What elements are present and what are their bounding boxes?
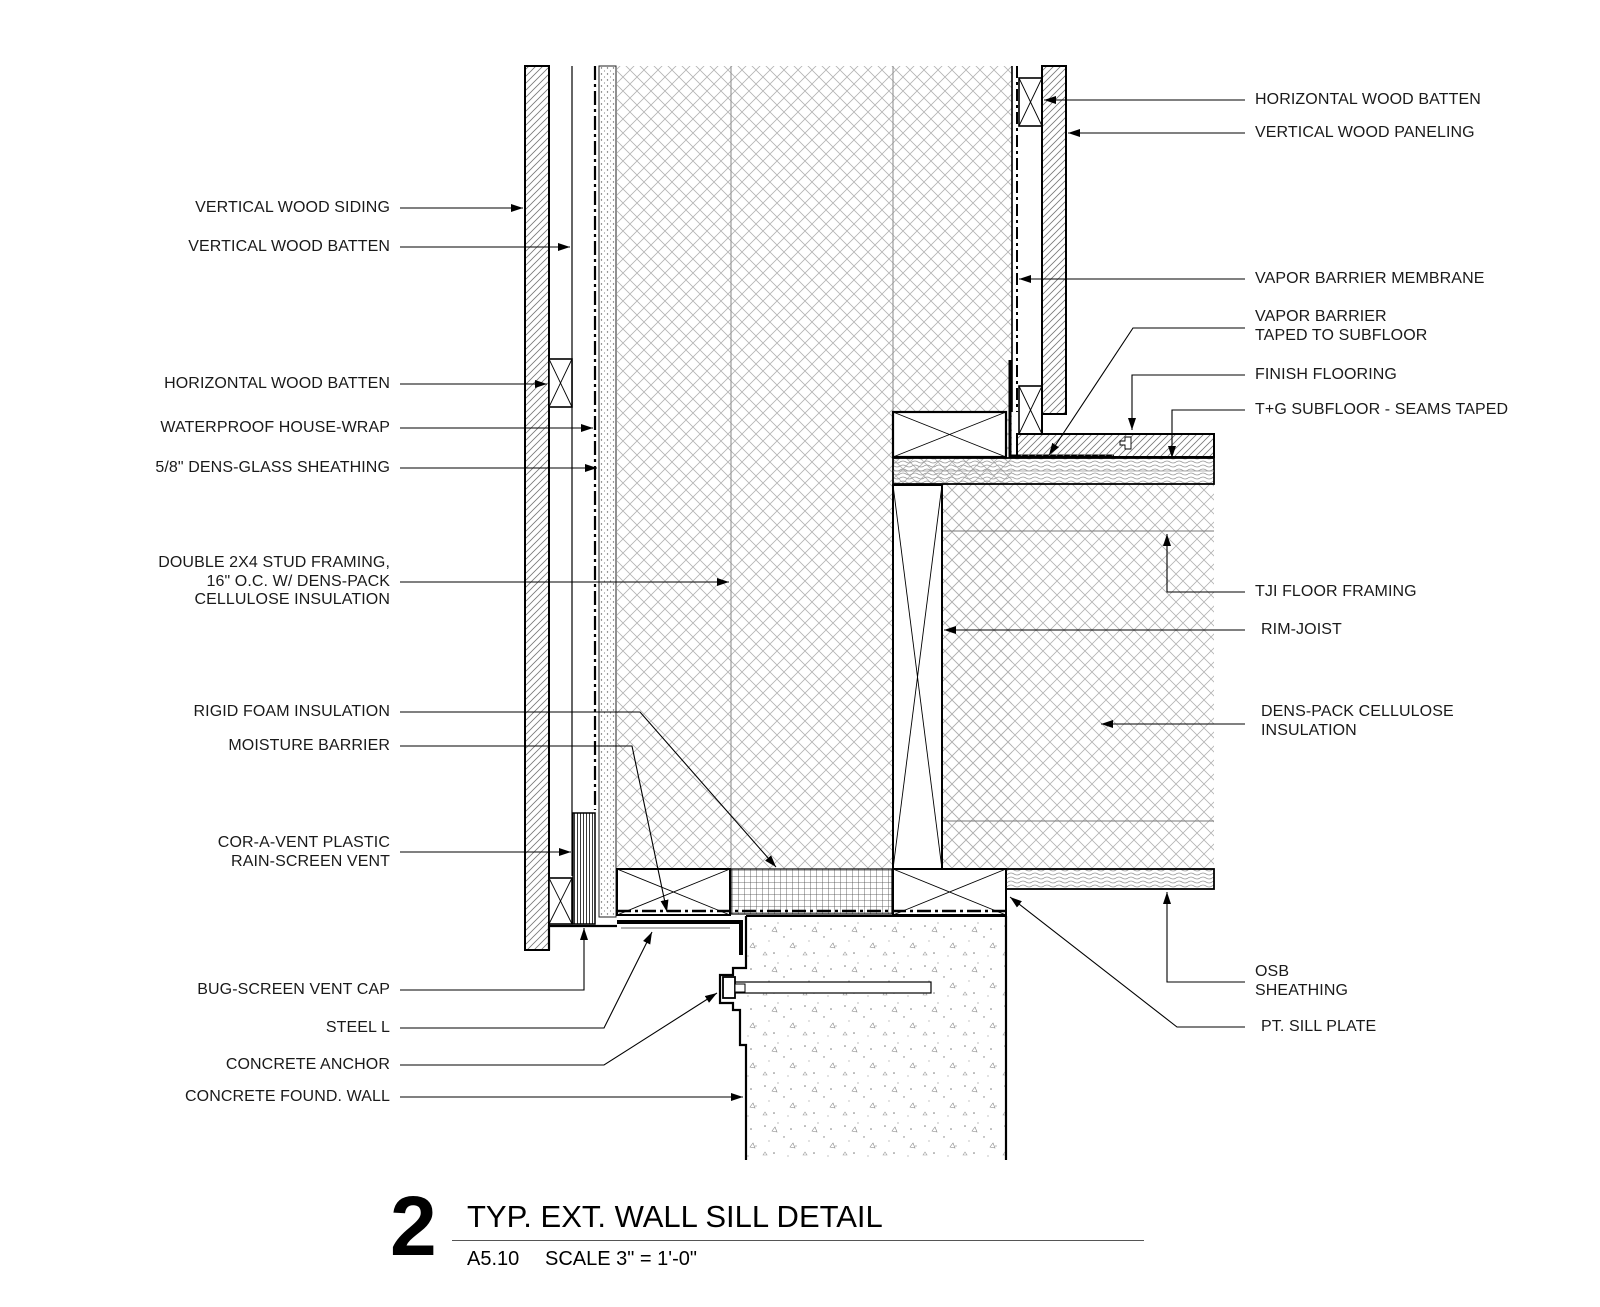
wall-top-plates: [891, 410, 1008, 459]
label-cor-a-vent: COR-A-VENT PLASTIC RAIN-SCREEN VENT: [218, 834, 390, 871]
label-line: VAPOR BARRIER: [1255, 308, 1387, 325]
label-line: SHEATHING: [1255, 981, 1349, 999]
title-underline: [452, 1240, 1144, 1241]
label-line: FINISH FLOORING: [1255, 366, 1397, 383]
interior-wall-finish: [1011, 66, 1043, 435]
cor-a-vent-rain-screen-vent: [572, 812, 596, 925]
label-line: RAIN-SCREEN VENT: [231, 852, 390, 870]
label-line: DOUBLE 2X4 STUD FRAMING,: [158, 554, 390, 571]
label-line: CELLULOSE INSULATION: [194, 591, 390, 608]
pt-sill-plate-interior: [892, 868, 1007, 916]
rim-joist: [892, 484, 943, 870]
finish-flooring: [1016, 433, 1215, 458]
label-rim-joist: RIM-JOIST: [1261, 621, 1342, 640]
label-horizontal-wood-batten-right: HORIZONTAL WOOD BATTEN: [1255, 91, 1481, 110]
label-concrete-anchor: CONCRETE ANCHOR: [226, 1056, 390, 1075]
rigid-foam-insulation: [730, 868, 893, 915]
vertical-wood-paneling: [1041, 65, 1067, 434]
label-osb-sheathing: OSB SHEATHING: [1255, 963, 1348, 1000]
label-rigid-foam-insulation: RIGID FOAM INSULATION: [194, 703, 390, 722]
label-vapor-barrier-membrane: VAPOR BARRIER MEMBRANE: [1255, 270, 1485, 289]
osb-sheathing: [1005, 868, 1215, 895]
label-pt-sill-plate: PT. SILL PLATE: [1261, 1018, 1376, 1037]
label-dens-glass-sheathing: 5/8" DENS-GLASS SHEATHING: [155, 459, 390, 478]
label-dens-pack-cellulose: DENS-PACK CELLULOSE INSULATION: [1261, 703, 1454, 740]
label-vapor-barrier-taped: VAPOR BARRIER TAPED TO SUBFLOOR: [1255, 308, 1427, 345]
label-line: VAPOR BARRIER MEMBRANE: [1255, 270, 1485, 287]
label-line: BUG-SCREEN VENT CAP: [197, 981, 390, 998]
label-line: 5/8" DENS-GLASS SHEATHING: [155, 459, 390, 476]
rim-joist-insulation: [942, 484, 1214, 869]
label-line: MOISTURE BARRIER: [228, 737, 390, 754]
label-tji-floor-framing: TJI FLOOR FRAMING: [1255, 583, 1417, 602]
sheet-reference: A5.10: [467, 1248, 520, 1270]
label-line: T+G SUBFLOOR - SEAMS TAPED: [1255, 401, 1509, 418]
concrete-foundation-wall: [718, 915, 1008, 1160]
label-line: TAPED TO SUBFLOOR: [1255, 326, 1428, 344]
detail-title: TYP. EXT. WALL SILL DETAIL: [467, 1199, 883, 1234]
label-tg-subfloor: T+G SUBFLOOR - SEAMS TAPED: [1255, 401, 1508, 420]
label-double-stud-framing: DOUBLE 2X4 STUD FRAMING, 16" O.C. W/ DEN…: [158, 554, 390, 610]
leaders-right: [944, 96, 1245, 1028]
label-line: VERTICAL WOOD SIDING: [195, 199, 390, 216]
horizontal-wood-batten-left: [548, 358, 573, 925]
vertical-wood-siding: [524, 65, 550, 951]
label-line: DENS-PACK CELLULOSE: [1261, 703, 1454, 720]
label-vertical-wood-siding: VERTICAL WOOD SIDING: [195, 199, 390, 218]
bug-screen-vent-cap: [547, 924, 617, 950]
label-line: WATERPROOF HOUSE-WRAP: [160, 419, 390, 436]
label-line: VERTICAL WOOD PANELING: [1255, 124, 1475, 141]
label-vertical-wood-paneling: VERTICAL WOOD PANELING: [1255, 124, 1475, 143]
dens-glass-sheathing: [598, 65, 617, 918]
label-line: PT. SILL PLATE: [1261, 1018, 1377, 1035]
label-concrete-found-wall: CONCRETE FOUND. WALL: [185, 1088, 390, 1107]
label-line: RIM-JOIST: [1261, 621, 1342, 638]
label-line: COR-A-VENT PLASTIC: [217, 834, 390, 851]
label-line: RIGID FOAM INSULATION: [193, 703, 390, 720]
label-horizontal-wood-batten-left: HORIZONTAL WOOD BATTEN: [164, 375, 390, 394]
tg-subfloor: [892, 457, 1215, 485]
scale-note: SCALE 3" = 1'-0": [545, 1248, 697, 1270]
leaders-left: [400, 204, 777, 1101]
steel-l-angle: [617, 920, 743, 955]
label-line: INSULATION: [1261, 721, 1357, 739]
label-line: VERTICAL WOOD BATTEN: [188, 238, 390, 255]
detail-number: 2: [390, 1179, 437, 1273]
label-line: CONCRETE ANCHOR: [225, 1056, 390, 1073]
label-line: STEEL L: [325, 1019, 390, 1036]
vertical-wood-batten: [548, 66, 573, 876]
label-steel-l: STEEL L: [326, 1019, 390, 1038]
label-moisture-barrier: MOISTURE BARRIER: [228, 737, 390, 756]
label-line: CONCRETE FOUND. WALL: [185, 1088, 390, 1105]
label-vertical-wood-batten: VERTICAL WOOD BATTEN: [188, 238, 390, 257]
label-line: HORIZONTAL WOOD BATTEN: [1255, 91, 1481, 108]
label-waterproof-house-wrap: WATERPROOF HOUSE-WRAP: [160, 419, 390, 438]
pt-sill-plate-exterior: [616, 868, 731, 916]
label-line: 16" O.C. W/ DENS-PACK: [206, 572, 390, 590]
label-line: OSB: [1255, 963, 1290, 980]
label-bug-screen-vent-cap: BUG-SCREEN VENT CAP: [197, 981, 390, 1000]
label-line: HORIZONTAL WOOD BATTEN: [164, 375, 390, 392]
concrete-anchor-bolt: [722, 976, 932, 999]
label-finish-flooring: FINISH FLOORING: [1255, 366, 1397, 385]
label-line: TJI FLOOR FRAMING: [1255, 583, 1417, 600]
